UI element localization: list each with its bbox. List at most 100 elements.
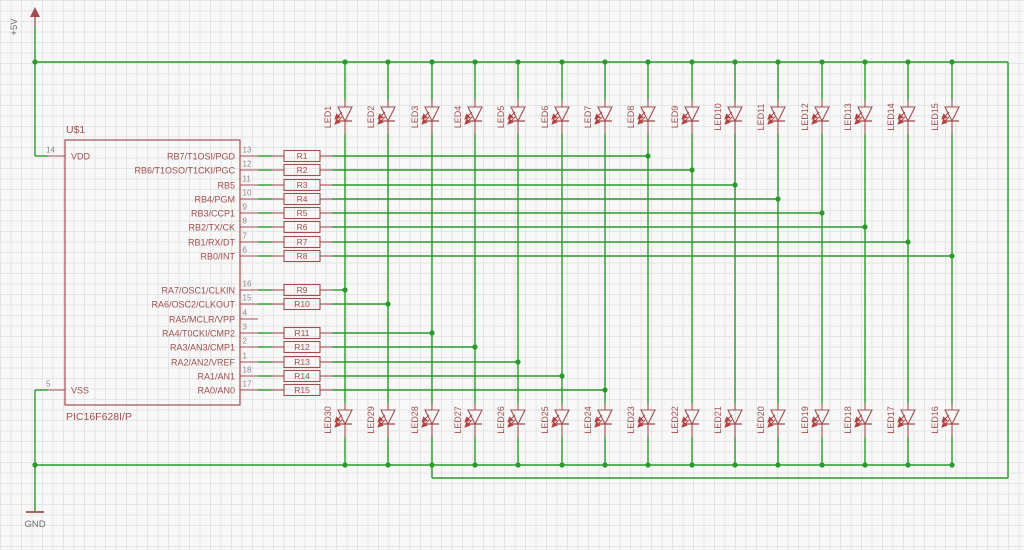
pin-name: RA4/T0CKI/CMP2 [162,329,235,339]
led-triangle [337,106,353,123]
pin-name: RB5 [217,181,235,191]
resistor-label: R7 [297,237,308,247]
led-emission-arrow [681,419,690,428]
pin-name: RB4/PGM [194,195,235,205]
led-triangle [467,106,483,123]
led-triangle [640,409,656,426]
pin-name: RA7/OSC1/CLKIN [161,286,235,296]
junction-dot [342,59,348,65]
pin-name: RA2/AN2/VREF [171,358,236,368]
led-emission-arrow [767,116,776,125]
led-emission-arrow [594,111,603,120]
led-label: LED10 [713,103,723,131]
led-label: LED7 [583,106,593,129]
led-label: LED17 [886,406,896,434]
led-emission-arrow [421,414,430,423]
led-emission-arrow [377,414,386,423]
led-triangle [554,409,570,426]
led: LED21 [713,403,743,437]
led-emission-arrow [854,419,863,428]
led-emission-arrow [941,116,950,125]
junction-dot [905,59,911,65]
led: LED18 [843,403,873,437]
led-label: LED22 [670,406,680,434]
led-label: LED23 [626,406,636,434]
led-label: LED2 [366,106,376,129]
junction-dot [862,462,868,468]
led-label: LED19 [800,406,810,434]
junction-dot [862,59,868,65]
pin-number: 8 [243,217,248,226]
led-emission-arrow [637,419,646,428]
junction-dot [949,59,955,65]
junction-dot [32,59,38,65]
led-label: LED25 [540,406,550,434]
led: LED2 [366,100,396,134]
gnd-label: GND [24,519,45,530]
led: LED17 [886,403,916,437]
ic-refdes: U$1 [66,124,85,136]
led-triangle [337,409,353,426]
led-label: LED4 [453,106,463,129]
led-emission-arrow [854,111,863,120]
pin-number: 4 [243,309,248,318]
led-emission-arrow [681,111,690,120]
junction-dot [472,462,478,468]
led-triangle [770,106,786,123]
led-emission-arrow [811,414,820,423]
led-triangle [857,409,873,426]
led: LED25 [540,403,570,437]
ic-body [64,139,241,406]
led-emission-arrow [334,419,343,428]
led-label: LED29 [366,406,376,434]
junction-dot [559,59,565,65]
junction-dot [732,462,738,468]
led-triangle [467,409,483,426]
led-emission-arrow [334,116,343,125]
pin-name: VDD [71,152,91,162]
led-emission-arrow [897,419,906,428]
pin-name: RB7/T1OSI/PGD [167,152,236,162]
pin-number: 12 [243,160,252,169]
led-emission-arrow [897,116,906,125]
led-triangle [684,409,700,426]
junction-dot [645,59,651,65]
junction-dot [602,462,608,468]
led-label: LED20 [756,406,766,434]
pin-number: 17 [243,380,252,389]
led-emission-arrow [594,116,603,125]
led: LED20 [756,403,786,437]
led-emission-arrow [551,116,560,125]
led-triangle [510,409,526,426]
led-emission-arrow [811,116,820,125]
led-emission-arrow [724,111,733,120]
junction-dot [645,462,651,468]
junction-dot [429,59,435,65]
pin-number: 7 [243,232,248,241]
resistor-label: R8 [297,251,308,261]
led-emission-arrow [897,111,906,120]
led-emission-arrow [681,414,690,423]
led-emission-arrow [334,111,343,120]
led: LED13 [843,100,873,134]
resistor-label: R11 [295,328,310,338]
led-label: LED18 [843,406,853,434]
resistor-label: R13 [294,357,310,367]
junction-dot [732,59,738,65]
led: LED30 [323,403,353,437]
led: LED11 [756,100,786,134]
junction-dot [775,462,781,468]
junction-dot [515,462,521,468]
pin-name: RB3/CCP1 [191,209,235,219]
led: LED24 [583,403,613,437]
pin-name: RA1/AN1 [197,372,235,382]
led-label: LED28 [410,406,420,434]
resistor-label: R2 [297,165,308,175]
led-emission-arrow [811,419,820,428]
resistor-label: R3 [297,180,308,190]
led-triangle [857,106,873,123]
junction-dot [602,59,608,65]
pin-number: 14 [46,146,55,155]
